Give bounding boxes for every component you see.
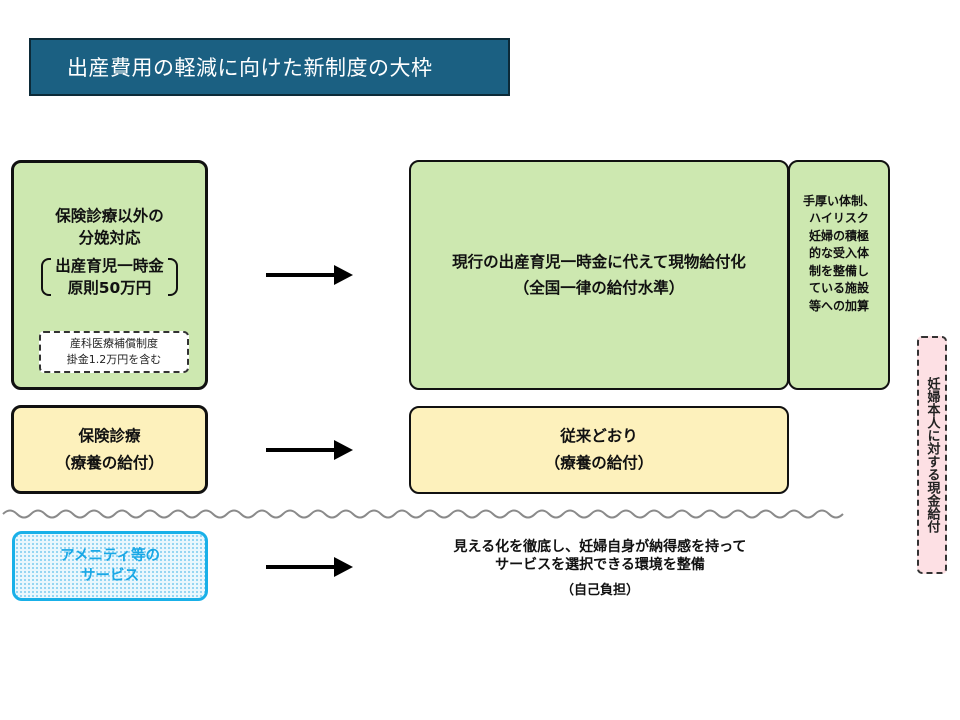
insurance-current-box: 保険診療 （療養の給付）	[11, 405, 208, 494]
arrow-head	[334, 440, 353, 460]
bonus-line: ている施設	[808, 281, 869, 296]
insurance-label-line2: （療養の給付）	[55, 453, 164, 472]
bracket-right	[167, 258, 178, 296]
lump-sum-line2: 原則50万円	[67, 279, 152, 297]
amenity-box: アメニティ等の サービス	[12, 531, 208, 601]
amenity-label-line1: アメニティ等の	[60, 548, 160, 564]
insurance-new-line1: 従来どおり	[560, 427, 638, 445]
obstetric-compensation-note: 産科医療補償制度 掛金1.2万円を含む	[39, 331, 189, 373]
note-line1: 産科医療補償制度	[70, 337, 158, 350]
amenity-desc-line3: （自己負担）	[560, 583, 639, 598]
wavy-divider	[2, 509, 844, 519]
amenity-desc-line2: サービスを選択できる環境を整備	[495, 557, 705, 573]
bonus-line: 妊婦の積極	[808, 228, 869, 243]
delivery-label-line1: 保険診療以外の	[55, 207, 164, 225]
amenity-label-line2: サービス	[81, 568, 139, 584]
arrow-head	[334, 265, 353, 285]
cash-benefit-label: 妊婦本人に対する現金給付	[924, 377, 940, 533]
arrow-amenity	[266, 557, 353, 577]
note-line2: 掛金1.2万円を含む	[66, 353, 162, 366]
lump-sum-line1: 出産育児一時金	[55, 257, 164, 275]
bonus-line: 手厚い体制、	[802, 193, 875, 208]
arrow-delivery	[266, 265, 353, 285]
arrow-insurance	[266, 440, 353, 460]
cash-benefit-box: 妊婦本人に対する現金給付	[917, 336, 947, 574]
page-title: 出産費用の軽減に向けた新制度の大枠	[29, 38, 510, 96]
insurance-new-box: 従来どおり （療養の給付）	[409, 406, 789, 494]
in-kind-line2: （全国一律の給付水準）	[513, 279, 685, 297]
delivery-current-box: 保険診療以外の 分娩対応 出産育児一時金 原則50万円 産科医療補償制度 掛金1…	[11, 160, 208, 390]
bonus-line: 的な受入体	[808, 246, 869, 261]
bonus-line: 制を整備し	[808, 263, 869, 278]
amenity-desc-line1: 見える化を徹底し、妊婦自身が納得感を持って	[453, 539, 747, 555]
insurance-new-line2: （療養の給付）	[544, 454, 654, 472]
bonus-line: 等への加算	[808, 298, 869, 313]
arrow-head	[334, 557, 353, 577]
bracket-left	[41, 258, 52, 296]
amenity-description: 見える化を徹底し、妊婦自身が納得感を持って サービスを選択できる環境を整備 （自…	[400, 538, 800, 600]
facility-bonus-box: 手厚い体制、 ハイリスク 妊婦の積極 的な受入体 制を整備し ている施設 等への…	[788, 160, 890, 390]
in-kind-benefit-box: 現行の出産育児一時金に代えて現物給付化 （全国一律の給付水準）	[409, 160, 789, 390]
delivery-label-line2: 分娩対応	[78, 229, 141, 247]
insurance-label-line1: 保険診療	[78, 426, 141, 445]
bonus-line: ハイリスク	[809, 211, 869, 226]
lump-sum-bracket: 出産育児一時金 原則50万円	[41, 255, 178, 299]
in-kind-line1: 現行の出産育児一時金に代えて現物給付化	[452, 253, 746, 271]
